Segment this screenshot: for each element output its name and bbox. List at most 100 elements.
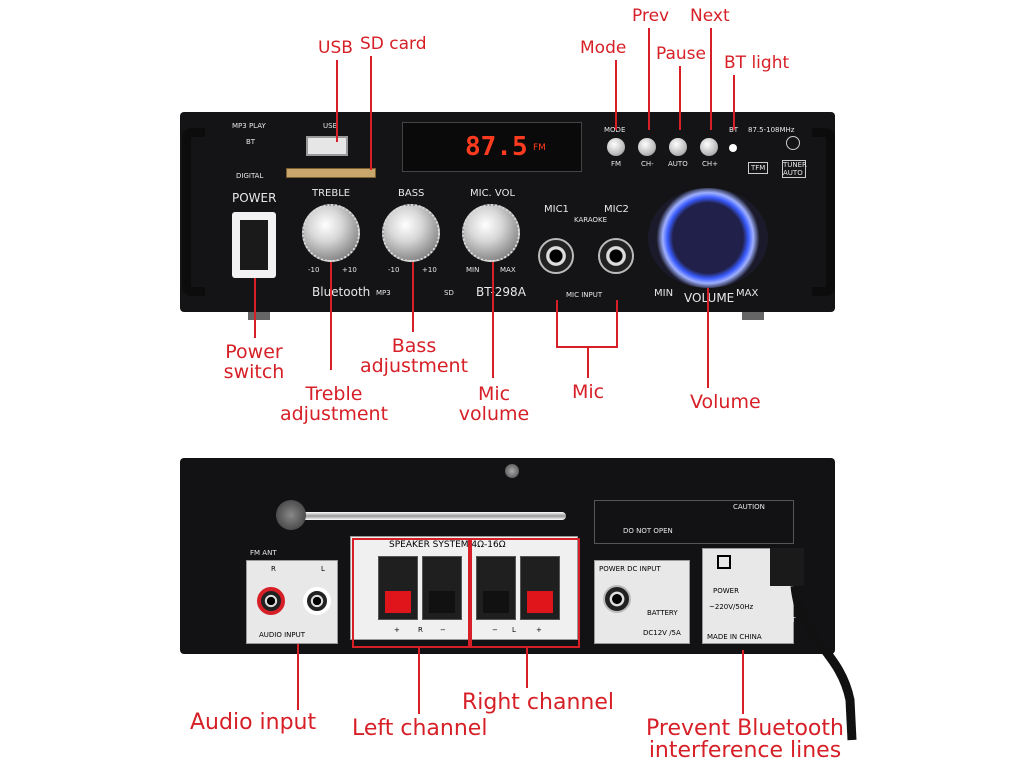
sd-card-slot[interactable] [286,168,376,178]
bass-leader [412,262,414,332]
mic1-jack[interactable] [538,238,574,274]
top-screw [505,464,519,478]
rca-left-jack[interactable] [303,587,331,615]
right-channel-highlight [470,538,580,648]
left-minus: − [440,626,446,634]
mic-vol-leader [492,262,494,378]
do-not-open-label: DO NOT OPEN [623,527,673,535]
bt-btn-label: BT [729,126,739,134]
power-switch[interactable] [232,212,276,278]
dc-input-jack[interactable] [603,585,631,613]
right-terminal-red[interactable] [520,556,560,620]
pause-leader [679,66,681,130]
mic2-label: MIC2 [604,204,629,215]
fm-label: FM [611,160,622,168]
bt-light-callout: BT light [724,53,790,73]
treble-label: TREBLE [312,188,351,199]
right-channel-callout: Right channel [462,690,614,715]
ch-minus-label: CH- [641,160,654,168]
treble-callout: Treble adjustment [274,384,394,424]
prev-button[interactable] [638,138,656,156]
mic-volume-callout: Mic volume [452,384,536,424]
right-plus: + [536,626,542,634]
prevent-callout-line2: interference lines [648,738,842,763]
tuner-auto-label: TUNER AUTO [782,160,807,178]
r-label: R [271,565,276,573]
left-r: R [418,626,423,634]
right-terminal-black[interactable] [476,556,516,620]
vol-min-label: MIN [654,288,674,299]
mode-leader [615,60,617,130]
power-square-icon [717,555,731,569]
left-channel-leader [418,648,420,714]
treble-callout-line1: Treble [305,383,363,405]
power-switch-leader [254,278,256,338]
mic-leader-right [616,300,618,348]
micvol-min: MIN [466,266,480,274]
mp3-play-label: MP3 PLAY [232,122,266,130]
mic2-jack[interactable] [598,238,634,274]
left-terminal-red[interactable] [378,556,418,620]
usb-panel-label: USB [323,122,338,130]
front-foot-left [248,312,270,320]
power-dc-input-label: POWER DC INPUT [599,565,661,573]
prevent-bluetooth-callout: Prevent Bluetooth interference lines [640,718,850,762]
front-foot-right [742,312,764,320]
display-frequency: 87.5 [465,132,528,162]
audio-input-leader [297,644,299,710]
bass-label: BASS [398,188,425,199]
sd-card-callout: SD card [360,34,427,54]
left-terminal-black[interactable] [422,556,462,620]
power-label: POWER [713,587,739,595]
pause-callout: Pause [656,44,706,64]
antenna-mount-screw [276,500,306,530]
mic-volume-callout-line1: Mic [477,383,511,405]
audio-input-panel-label: AUDIO INPUT [259,631,306,639]
tfm-label: TFM [748,162,769,174]
prevent-callout-line1: Prevent Bluetooth [646,716,844,741]
caution-label: CAUTION [733,503,765,511]
volume-panel-label: VOLUME [684,291,735,305]
band-indicator-icon [786,136,800,150]
sd-logo: SD [444,289,454,297]
rca-right-jack[interactable] [257,587,285,615]
auto-label: AUTO [668,160,688,168]
treble-callout-line2: adjustment [279,403,389,425]
bt-light-leader [733,75,735,130]
mp3-logo: MP3 [376,289,391,297]
next-leader [710,28,712,130]
fm-ant-label: FM ANT [250,549,277,557]
next-button[interactable] [700,138,718,156]
band-label: 87.5-108MHz [748,126,795,134]
led-display: 87.5 FM [402,122,582,172]
power-switch-callout-line1: Power [225,341,283,363]
bt-line-leader [742,650,744,714]
pause-button[interactable] [669,138,687,156]
mic-vol-knob[interactable] [462,204,520,262]
bass-callout-line2: adjustment [359,355,469,377]
made-in-label: MADE IN CHINA [707,633,762,641]
mic-volume-callout-line2: volume [458,403,530,425]
mic-leader-stem [587,346,589,378]
right-handle [812,128,835,296]
usb-callout: USB [318,38,353,58]
left-channel-highlight [352,538,470,648]
volume-knob[interactable] [648,188,768,288]
mic-leader-left [556,300,558,348]
treble-leader [330,262,332,370]
bass-knob[interactable] [382,204,440,262]
ch-plus-label: CH+ [702,160,719,168]
mode-button[interactable] [607,138,625,156]
power-panel-label: POWER [232,191,277,205]
bluetooth-text: Bluetooth [312,285,371,299]
mode-callout: Mode [580,38,627,58]
treble-knob[interactable] [302,204,360,262]
right-minus: − [492,626,498,634]
bt-ant-label: BT ANT [770,616,796,624]
model-number: BT-298A [476,285,526,299]
dc-spec-label: DC12V /5A [643,629,681,637]
bt-label: BT [246,138,256,146]
volume-callout: Volume [690,391,761,413]
